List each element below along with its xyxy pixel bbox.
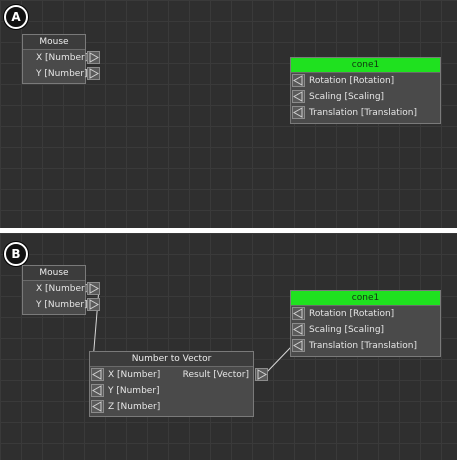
- output-port-icon[interactable]: [87, 298, 100, 311]
- mouse-node[interactable]: Mouse X [Number] Y [Number]: [22, 265, 100, 315]
- node-editor-canvas-a[interactable]: A Mouse X [Number] Y [Number] cone1 Rota…: [0, 0, 457, 228]
- input-port-icon[interactable]: [91, 400, 104, 413]
- cone-input-translation: Translation [Translation]: [291, 105, 440, 121]
- input-port-icon[interactable]: [292, 339, 305, 352]
- mouse-node-title: Mouse: [23, 266, 85, 281]
- output-port-icon[interactable]: [255, 368, 268, 381]
- input-port-icon[interactable]: [292, 106, 305, 119]
- vector-input-y: Y [Number]: [90, 383, 253, 399]
- cone-input-scaling-label: Scaling [Scaling]: [309, 325, 385, 335]
- panel-badge-a: A: [4, 5, 28, 29]
- mouse-output-x-label: X [Number]: [36, 284, 89, 294]
- wire-vector-to-translation: [265, 346, 292, 374]
- cone-input-rotation-label: Rotation [Rotation]: [309, 76, 395, 86]
- mouse-output-y-label: Y [Number]: [36, 69, 88, 79]
- output-port-icon[interactable]: [87, 51, 100, 64]
- cone-input-rotation-label: Rotation [Rotation]: [309, 309, 395, 319]
- output-port-icon[interactable]: [87, 282, 100, 295]
- cone-input-translation-label: Translation [Translation]: [309, 108, 417, 118]
- node-editor-canvas-b[interactable]: B Mouse X [Number] Y [Number] Number to …: [0, 233, 457, 460]
- mouse-node-title: Mouse: [23, 35, 85, 50]
- cone-node-title: cone1: [291, 58, 440, 73]
- input-port-icon[interactable]: [91, 384, 104, 397]
- mouse-output-y: Y [Number]: [23, 297, 100, 313]
- cone-node[interactable]: cone1 Rotation [Rotation] Scaling [Scali…: [290, 57, 441, 124]
- cone-node[interactable]: cone1 Rotation [Rotation] Scaling [Scali…: [290, 290, 441, 357]
- number-to-vector-node[interactable]: Number to Vector X [Number] Result [Vect…: [89, 351, 268, 417]
- cone-input-scaling-label: Scaling [Scaling]: [309, 92, 385, 102]
- mouse-output-x: X [Number]: [23, 50, 100, 66]
- mouse-output-x-label: X [Number]: [36, 53, 89, 63]
- cone-input-scaling: Scaling [Scaling]: [291, 89, 440, 105]
- vector-input-z-label: Z [Number]: [108, 402, 161, 412]
- output-port-icon[interactable]: [87, 67, 100, 80]
- cone-input-scaling: Scaling [Scaling]: [291, 322, 440, 338]
- cone-input-translation: Translation [Translation]: [291, 338, 440, 354]
- cone-input-rotation: Rotation [Rotation]: [291, 306, 440, 322]
- mouse-node[interactable]: Mouse X [Number] Y [Number]: [22, 34, 100, 84]
- number-to-vector-title: Number to Vector: [90, 352, 253, 367]
- input-port-icon[interactable]: [292, 90, 305, 103]
- mouse-output-y-label: Y [Number]: [36, 300, 88, 310]
- mouse-output-x: X [Number]: [23, 281, 100, 297]
- cone-node-title: cone1: [291, 291, 440, 306]
- vector-input-z: Z [Number]: [90, 399, 253, 415]
- vector-input-x: X [Number] Result [Vector]: [90, 367, 268, 383]
- input-port-icon[interactable]: [292, 74, 305, 87]
- cone-input-rotation: Rotation [Rotation]: [291, 73, 440, 89]
- vector-input-x-label: X [Number]: [108, 370, 161, 380]
- cone-input-translation-label: Translation [Translation]: [309, 341, 417, 351]
- mouse-output-y: Y [Number]: [23, 66, 100, 82]
- input-port-icon[interactable]: [91, 368, 104, 381]
- panel-badge-b: B: [4, 242, 28, 266]
- input-port-icon[interactable]: [292, 307, 305, 320]
- input-port-icon[interactable]: [292, 323, 305, 336]
- vector-input-y-label: Y [Number]: [108, 386, 160, 396]
- vector-output-label: Result [Vector]: [182, 370, 249, 380]
